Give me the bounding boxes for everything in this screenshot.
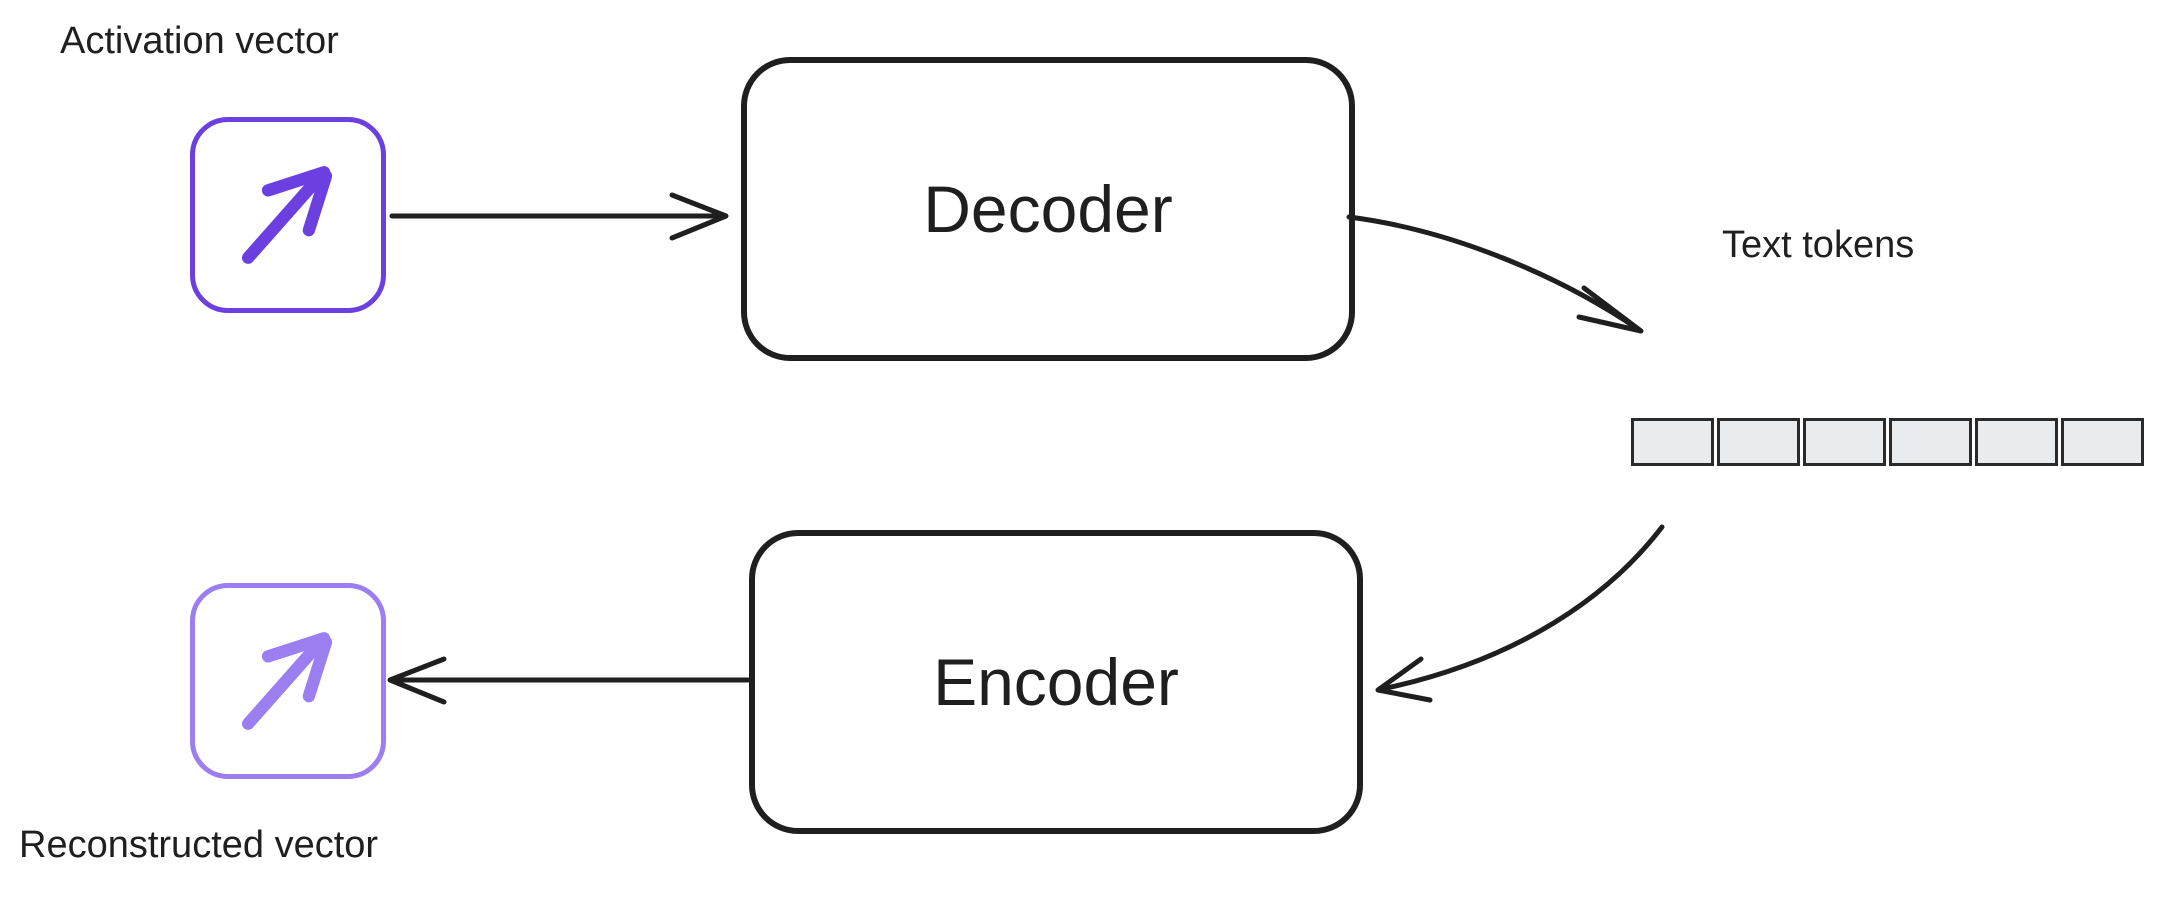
encoder-node[interactable]: Encoder xyxy=(749,530,1363,834)
diagonal-arrow-up-right-icon xyxy=(241,632,333,730)
edge-encoder-to-reconstructed xyxy=(387,656,751,705)
edge-decoder-to-tokens xyxy=(1346,214,1644,334)
token-cell[interactable] xyxy=(1717,418,1800,466)
token-cell[interactable] xyxy=(1803,418,1886,466)
text-tokens-label: Text tokens xyxy=(1722,224,1915,266)
decoder-label: Decoder xyxy=(923,172,1173,246)
decoder-outline xyxy=(741,57,1355,361)
edge-tokens-to-encoder xyxy=(1375,524,1665,703)
edge-activation-to-decoder xyxy=(389,192,729,241)
reconstructed-vector-box[interactable] xyxy=(190,583,386,779)
activation-vector-box[interactable] xyxy=(190,117,386,313)
encoder-outline xyxy=(749,530,1363,834)
encoder-label: Encoder xyxy=(933,645,1179,719)
token-cell[interactable] xyxy=(1631,418,1714,466)
token-cell[interactable] xyxy=(2061,418,2144,466)
activation-vector-label: Activation vector xyxy=(60,20,339,62)
token-cell[interactable] xyxy=(1889,418,1972,466)
text-tokens-row xyxy=(1631,418,2144,466)
decoder-node[interactable]: Decoder xyxy=(741,57,1355,361)
token-cell[interactable] xyxy=(1975,418,2058,466)
reconstructed-vector-label: Reconstructed vector xyxy=(19,824,379,866)
diagonal-arrow-up-right-icon xyxy=(241,166,333,264)
